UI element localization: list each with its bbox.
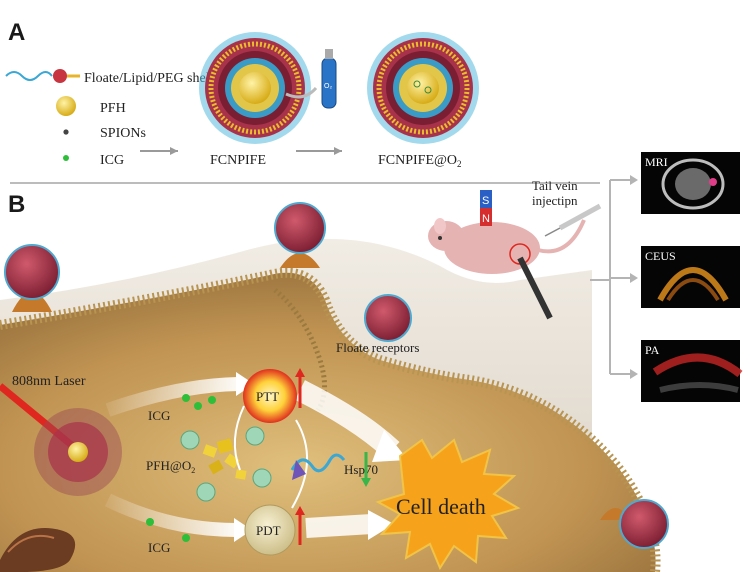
icg-dots xyxy=(146,394,216,542)
arrow-a2-head-icon xyxy=(334,147,342,155)
ptt-up-arrow-head-icon xyxy=(295,368,305,377)
ceus-image xyxy=(641,246,740,308)
syringe-icon xyxy=(544,203,602,237)
mri-label: MRI xyxy=(645,155,668,169)
dispersed-nanoparticle xyxy=(34,408,122,496)
mitochondrion-icon xyxy=(0,528,76,572)
particle-right-bottom xyxy=(600,499,669,549)
arrow-pdt-to-death xyxy=(305,514,373,538)
legend-spions-label: SPIONs xyxy=(100,126,146,141)
injection-label: injectipn xyxy=(532,193,578,208)
pfh-icon xyxy=(56,96,76,116)
nanoparticles-on-membrane xyxy=(4,202,669,549)
hsp70-protein-icon xyxy=(290,453,346,480)
mri-image xyxy=(641,152,740,214)
cell-death-burst xyxy=(375,438,521,571)
legend-icg-label: ICG xyxy=(100,153,124,168)
peg-chain-icon xyxy=(5,71,53,81)
fcnpife-o2-particle xyxy=(367,32,479,144)
magnet-icon: S N xyxy=(480,190,492,226)
fork-arrow-pa-head-icon xyxy=(630,369,638,379)
icg-label-top: ICG xyxy=(148,408,170,423)
flow-arrow-pdt-head-icon xyxy=(234,518,252,542)
svg-text:S: S xyxy=(482,195,489,207)
icg-dot-icon xyxy=(63,155,69,161)
spion-dot-icon xyxy=(63,129,69,135)
particle-top xyxy=(274,202,326,268)
pa-image xyxy=(641,340,743,402)
fcnpife-o2-label: FCNPIFE@O2 xyxy=(378,153,462,169)
fork-arrow-ceus-head-icon xyxy=(630,273,638,283)
pfh-o2-fragments xyxy=(202,438,247,480)
loop-arrow-left xyxy=(233,405,245,471)
panel-b-label: B xyxy=(8,191,25,218)
legend: Floate/Lipid/PEG shell PFH SPIONs ICG xyxy=(5,69,214,168)
icg-label-bottom: ICG xyxy=(148,540,170,555)
laser-probe-icon xyxy=(517,256,553,320)
cell-membrane xyxy=(0,267,661,572)
particle-left xyxy=(4,244,60,312)
ceus-label: CEUS xyxy=(645,249,676,263)
flow-arrow-ptt-head-icon xyxy=(236,372,254,396)
flow-arrow-ptt xyxy=(105,377,239,417)
arrow-a1-head-icon xyxy=(170,147,178,155)
panel-a-label: A xyxy=(8,19,25,46)
arrow-pdt-to-death-head-icon xyxy=(368,510,394,540)
tail-vein-label: Tail vein xyxy=(532,178,578,193)
legend-shell-label: Floate/Lipid/PEG shell xyxy=(84,71,214,86)
cell-death-label: Cell death xyxy=(396,494,486,519)
hsp70-down-arrow-head-icon xyxy=(361,478,371,487)
fcnpife-label: FCNPIFE xyxy=(210,153,266,168)
flow-arrow-pdt xyxy=(104,493,237,537)
lipid-head-icon xyxy=(53,69,67,83)
ptt-label: PTT xyxy=(256,389,279,404)
mouse-icon xyxy=(428,218,586,274)
floate-receptors-label: Floate receptors xyxy=(336,340,419,355)
ptt-circle xyxy=(243,369,297,423)
pdt-circle xyxy=(244,504,296,556)
fork-arrow-mri-head-icon xyxy=(630,175,638,185)
fcnpife-particle xyxy=(199,32,311,144)
particle-mid xyxy=(364,294,412,342)
pa-label: PA xyxy=(645,343,660,357)
o2-tank-icon: O₂ xyxy=(285,49,337,109)
hsp70-label: Hsp70 xyxy=(344,462,378,477)
pdt-up-arrow-head-icon xyxy=(295,506,305,515)
o2-bubbles xyxy=(180,426,272,502)
arrow-ptt-to-death-head-icon xyxy=(372,430,408,462)
svg-text:N: N xyxy=(482,213,490,225)
legend-pfh-label: PFH xyxy=(100,101,126,116)
pfh-o2-label: PFH@O2 xyxy=(146,458,195,475)
o2-tank-label: O₂ xyxy=(324,83,332,90)
pdt-label: PDT xyxy=(256,523,281,538)
laser-label: 808nm Laser xyxy=(12,374,86,389)
